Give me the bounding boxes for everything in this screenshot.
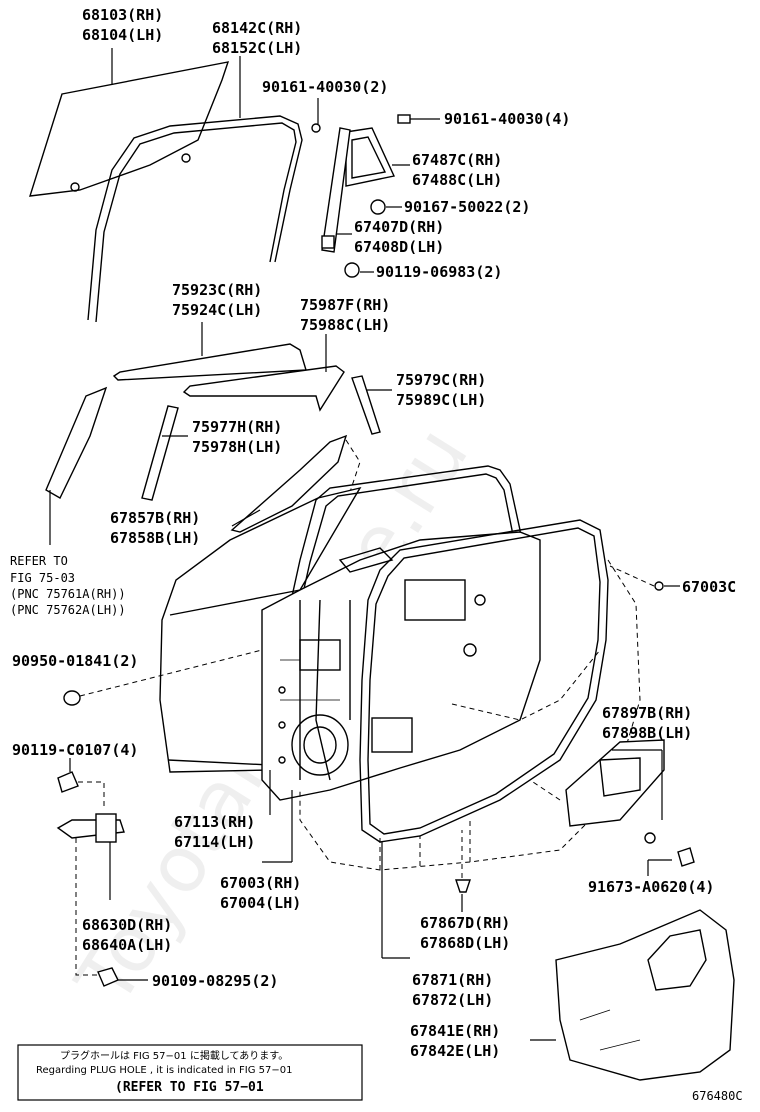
center-channel-67407d[interactable] <box>321 127 351 253</box>
refer-line-3: (PNC 75761A(RH)) <box>10 587 126 601</box>
label-90950-01841: 90950-01841(2) <box>12 652 138 670</box>
label-75924c: 75924C(LH) <box>172 301 262 319</box>
molding-75977h[interactable] <box>141 405 179 501</box>
label-67871: 67871(RH) <box>412 971 493 989</box>
label-75989c: 75989C(LH) <box>396 391 486 409</box>
belt-seal-leader <box>231 439 361 527</box>
label-67408d: 67408D(LH) <box>354 238 444 256</box>
label-67897b: 67897B(RH) <box>602 704 692 722</box>
label-68142c: 68142C(RH) <box>212 19 302 37</box>
label-67857b: 67857B(RH) <box>110 509 200 527</box>
refer-line-4: (PNC 75762A(LH)) <box>10 603 126 617</box>
label-67872: 67872(LH) <box>412 991 493 1009</box>
bracket-67897b-leader <box>529 749 663 820</box>
label-90109-08295: 90109-08295(2) <box>152 972 278 990</box>
label-67487c: 67487C(RH) <box>412 151 502 169</box>
molding-75979c[interactable] <box>351 375 381 435</box>
bolt-90161-a[interactable] <box>311 123 321 133</box>
belt-seal-67857b[interactable] <box>230 434 348 533</box>
screw-91673-leader <box>647 859 672 876</box>
label-67004: 67004(LH) <box>220 894 301 912</box>
note-line-ref: (REFER TO FIG 57−01 <box>115 1080 264 1095</box>
refer-line-1: REFER TO <box>10 554 68 568</box>
door-inner-panel[interactable] <box>261 531 541 801</box>
bolt-90119-c0107[interactable] <box>57 771 79 793</box>
seal-dashed-outline <box>299 559 641 871</box>
door-check-leader <box>75 838 111 976</box>
weatherstrip-leader <box>381 842 410 959</box>
label-75988c: 75988C(LH) <box>300 316 390 334</box>
label-67868d: 67868D(LH) <box>420 934 510 952</box>
label-67003c: 67003C <box>682 578 736 596</box>
label-67113: 67113(RH) <box>174 813 255 831</box>
diagram-code: 676480C <box>692 1089 743 1103</box>
refer-line-2: FIG 75-03 <box>10 571 75 585</box>
label-75923c: 75923C(RH) <box>172 281 262 299</box>
bolt-90119-06983[interactable] <box>344 262 360 278</box>
label-90161-40030-4: 90161-40030(4) <box>444 110 570 128</box>
note-line-en: Regarding PLUG HOLE , it is indicated in… <box>36 1065 292 1076</box>
label-90119-c0107: 90119-C0107(4) <box>12 741 138 759</box>
label-68630d: 68630D(RH) <box>82 916 172 934</box>
label-67841e: 67841E(RH) <box>410 1022 500 1040</box>
label-75987f: 75987F(RH) <box>300 296 390 314</box>
label-67867d: 67867D(RH) <box>420 914 510 932</box>
label-67858b: 67858B(LH) <box>110 529 200 547</box>
door-check-68630d[interactable] <box>56 813 125 843</box>
service-hole-cover-67841e[interactable] <box>555 909 735 1081</box>
belt-molding-75987f[interactable] <box>182 365 345 412</box>
weatherstrip-67871[interactable] <box>359 519 609 843</box>
plug-90950[interactable] <box>63 690 81 706</box>
clip-67867d[interactable] <box>455 879 471 893</box>
label-90161-40030-2: 90161-40030(2) <box>262 78 388 96</box>
clip-90167[interactable] <box>370 199 386 215</box>
label-68152c: 68152C(LH) <box>212 39 302 57</box>
plug-90950-leader <box>79 649 263 697</box>
label-68103: 68103(RH) <box>82 6 163 24</box>
clip-67003c[interactable] <box>654 581 664 591</box>
label-75979c: 75979C(RH) <box>396 371 486 389</box>
label-75977h: 75977H(RH) <box>192 418 282 436</box>
belt-molding-75923c[interactable] <box>112 343 307 381</box>
bolt-90119-c0107-leader <box>69 758 105 808</box>
bolt-90161-b[interactable] <box>397 114 411 124</box>
label-90167-50022: 90167-50022(2) <box>404 198 530 216</box>
corner-piece-67487c[interactable] <box>345 127 396 187</box>
label-67003: 67003(RH) <box>220 874 301 892</box>
bracket-67897b[interactable] <box>565 739 665 827</box>
label-75978h: 75978H(LH) <box>192 438 282 456</box>
window-run-channel[interactable] <box>87 115 303 323</box>
label-67488c: 67488C(LH) <box>412 171 502 189</box>
label-68104: 68104(LH) <box>82 26 163 44</box>
label-91673-a0620: 91673-A0620(4) <box>588 878 714 896</box>
pillar-garnish[interactable] <box>45 386 108 499</box>
clip-67003c-leader <box>609 565 680 587</box>
panel-group-leaders <box>262 770 293 863</box>
screw-91673[interactable] <box>644 832 695 867</box>
label-67842e: 67842E(LH) <box>410 1042 500 1060</box>
door-glass[interactable] <box>29 61 230 197</box>
label-67898b: 67898B(LH) <box>602 724 692 742</box>
label-67114: 67114(LH) <box>174 833 255 851</box>
note-box <box>17 1044 363 1101</box>
label-90119-06983: 90119-06983(2) <box>376 263 502 281</box>
label-68640a: 68640A(LH) <box>82 936 172 954</box>
label-67407d: 67407D(RH) <box>354 218 444 236</box>
note-line-jp: プラグホールは FIG 57−01 に掲載してあります。 <box>60 1049 288 1062</box>
